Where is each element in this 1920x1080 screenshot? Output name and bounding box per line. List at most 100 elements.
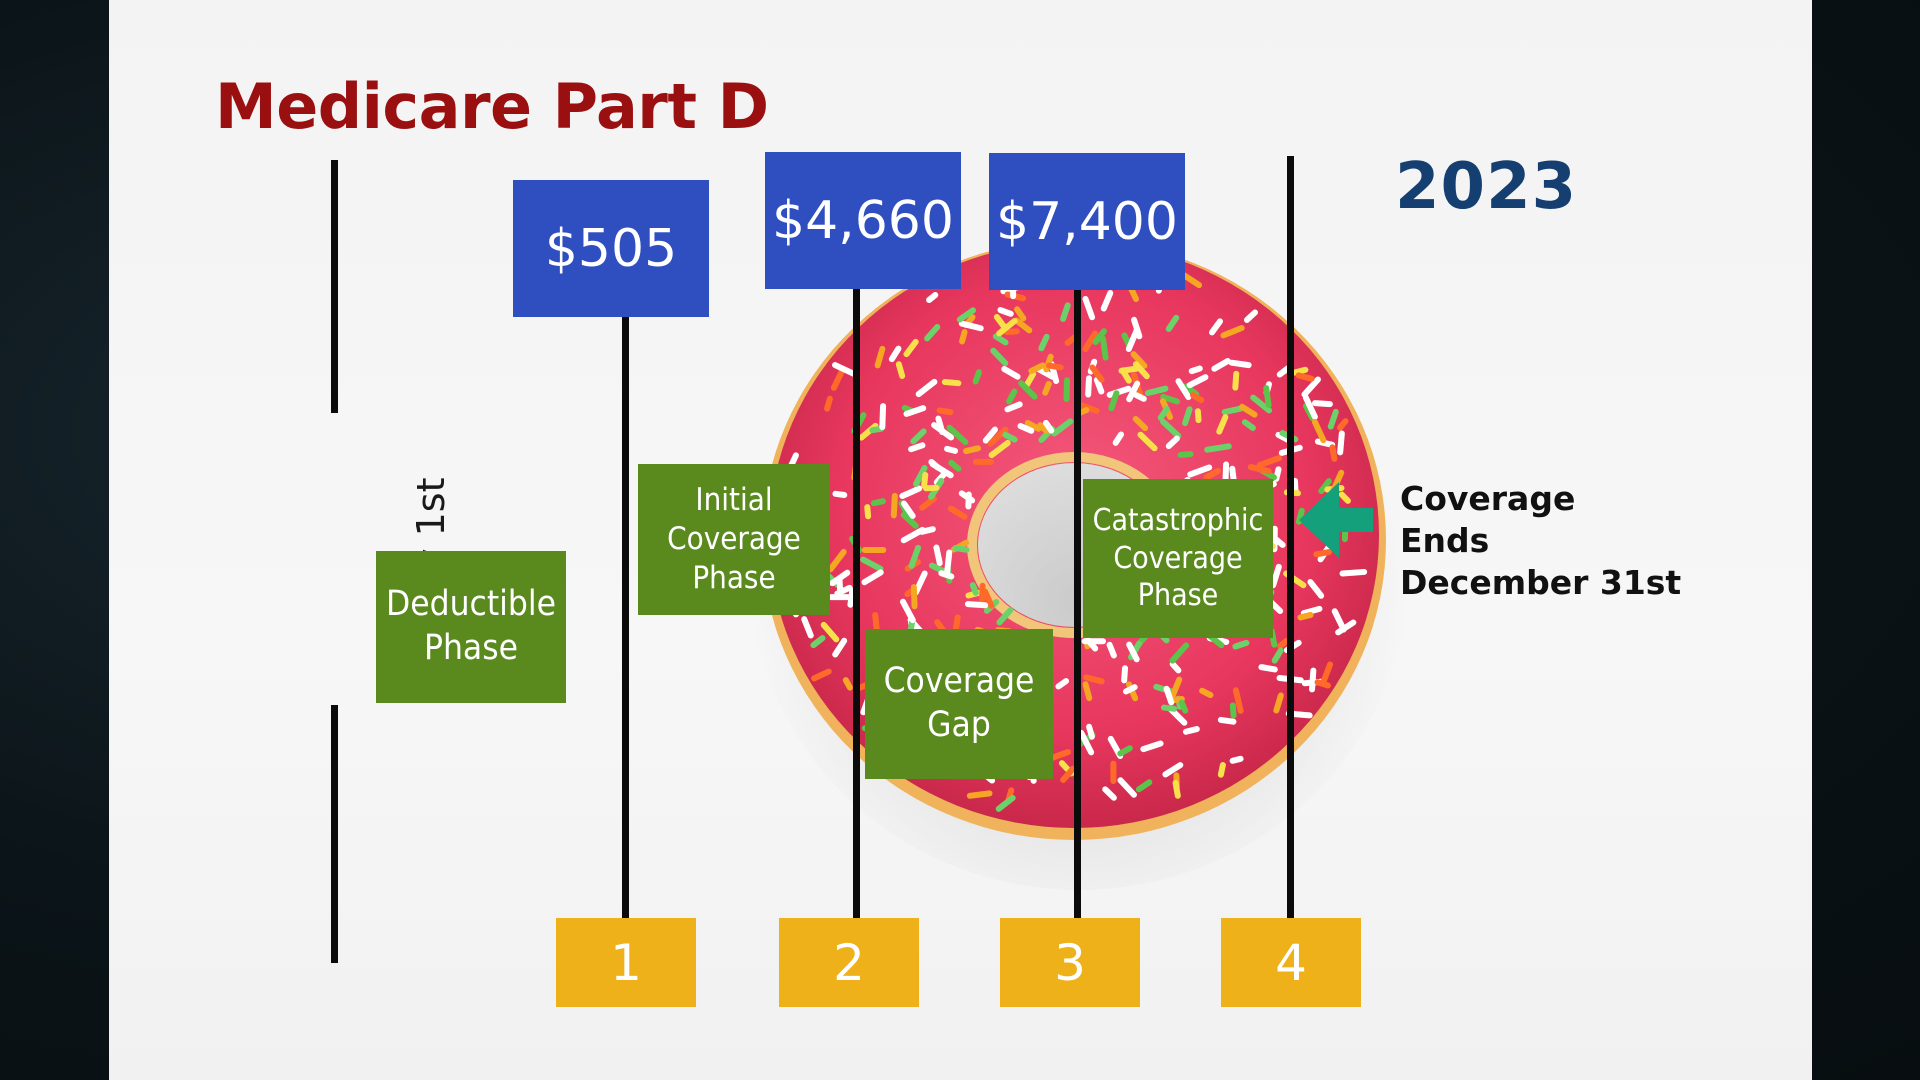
sprinkle [992,333,1009,346]
sprinkle [836,575,844,595]
sprinkle [915,378,938,398]
sprinkle [1327,408,1339,430]
marker-1: 1 [556,918,696,1007]
sprinkle [1082,330,1099,353]
sprinkle [1160,704,1178,712]
sprinkle [1082,681,1093,702]
sprinkle [903,405,927,417]
sprinkle [1335,619,1357,636]
sprinkle [1051,418,1074,437]
sprinkle [1119,367,1132,384]
sprinkle [1297,611,1314,621]
sprinkle [956,307,977,323]
sprinkle [899,485,923,500]
sprinkle [990,347,1009,367]
sprinkle [1055,678,1070,690]
sprinkle [832,362,858,378]
sprinkle [1175,378,1192,401]
sprinkle [964,601,989,609]
sprinkle [1329,444,1338,462]
gap-line-1: Coverage [883,661,1035,702]
sprinkle [1037,422,1050,434]
sprinkle [1177,451,1194,458]
sprinkle [944,549,953,576]
sprinkle [1131,316,1143,340]
sprinkle [1117,745,1133,757]
sprinkle [1165,314,1180,332]
sprinkle [1132,361,1150,380]
sprinkle [903,338,919,358]
sprinkle [1203,467,1221,481]
coverage-ends-label: Coverage Ends December 31st [1400,478,1681,604]
sprinkle [959,329,968,345]
sprinkle [948,459,962,472]
sprinkle [987,426,1009,447]
sprinkle [988,439,1011,459]
sprinkle [1078,729,1095,756]
sprinkle [1241,419,1256,431]
sprinkle [1102,786,1117,801]
sprinkle [895,361,906,379]
sprinkle [1060,765,1076,783]
sprinkle [1082,295,1096,321]
sprinkle [1247,464,1272,475]
marker-3: 3 [1000,918,1140,1007]
sprinkle [890,492,898,519]
coverage-gap-box: Coverage Gap [865,629,1053,779]
sprinkle [1182,406,1193,427]
sprinkle [1063,377,1071,402]
sprinkle [946,424,969,446]
sprinkle [1160,393,1181,405]
sprinkle [801,616,814,639]
sprinkle [900,500,916,519]
sprinkle [1301,376,1321,398]
sprinkle [1126,380,1141,403]
sprinkle [910,584,918,610]
sprinkle [926,291,939,304]
sprinkle [1320,661,1334,684]
sprinkle [1099,335,1109,361]
sprinkle [1172,779,1181,799]
sprinkle [928,458,942,471]
sprinkle [1204,443,1232,453]
sprinkle [810,635,826,649]
sprinkle [1002,431,1018,443]
threshold-line-2 [853,288,860,920]
start-line-top [331,160,338,413]
sprinkle [908,544,922,569]
sprinkle [1229,702,1237,719]
initial-line-2: Coverage [667,521,801,558]
sprinkle [1271,647,1284,664]
coverage-ends-line-3: December 31st [1400,562,1682,602]
sprinkle [913,464,928,488]
sprinkle [979,582,986,606]
threshold-4660: $4,660 [765,152,961,289]
sprinkle [1188,365,1203,375]
sprinkle [982,588,995,609]
sprinkle [1312,400,1333,408]
start-line-bottom [331,705,338,963]
sprinkle [832,490,848,499]
sprinkle [1163,685,1175,706]
sprinkle [1023,370,1037,388]
sprinkle [938,570,955,580]
sprinkle [1220,324,1245,339]
sprinkle [1060,302,1071,322]
sprinkle [1110,760,1117,785]
sprinkle [900,512,919,529]
sprinkle [824,395,833,412]
page-title: Medicare Part D [215,70,769,143]
threshold-505: $505 [513,180,709,317]
marker-4: 4 [1221,918,1361,1007]
sprinkle [820,621,840,643]
slide: Medicare Part D 2023 January 1st $505 $4… [109,0,1812,1080]
sprinkle [1229,755,1244,764]
sprinkle [1018,380,1038,400]
sprinkle [1209,318,1223,336]
coverage-ends-line-2: Ends [1400,520,1490,560]
sprinkle [1157,406,1170,421]
arrow-left-icon [1299,482,1373,558]
sprinkle [860,556,884,572]
sprinkle [973,458,994,465]
sprinkle [888,345,902,363]
